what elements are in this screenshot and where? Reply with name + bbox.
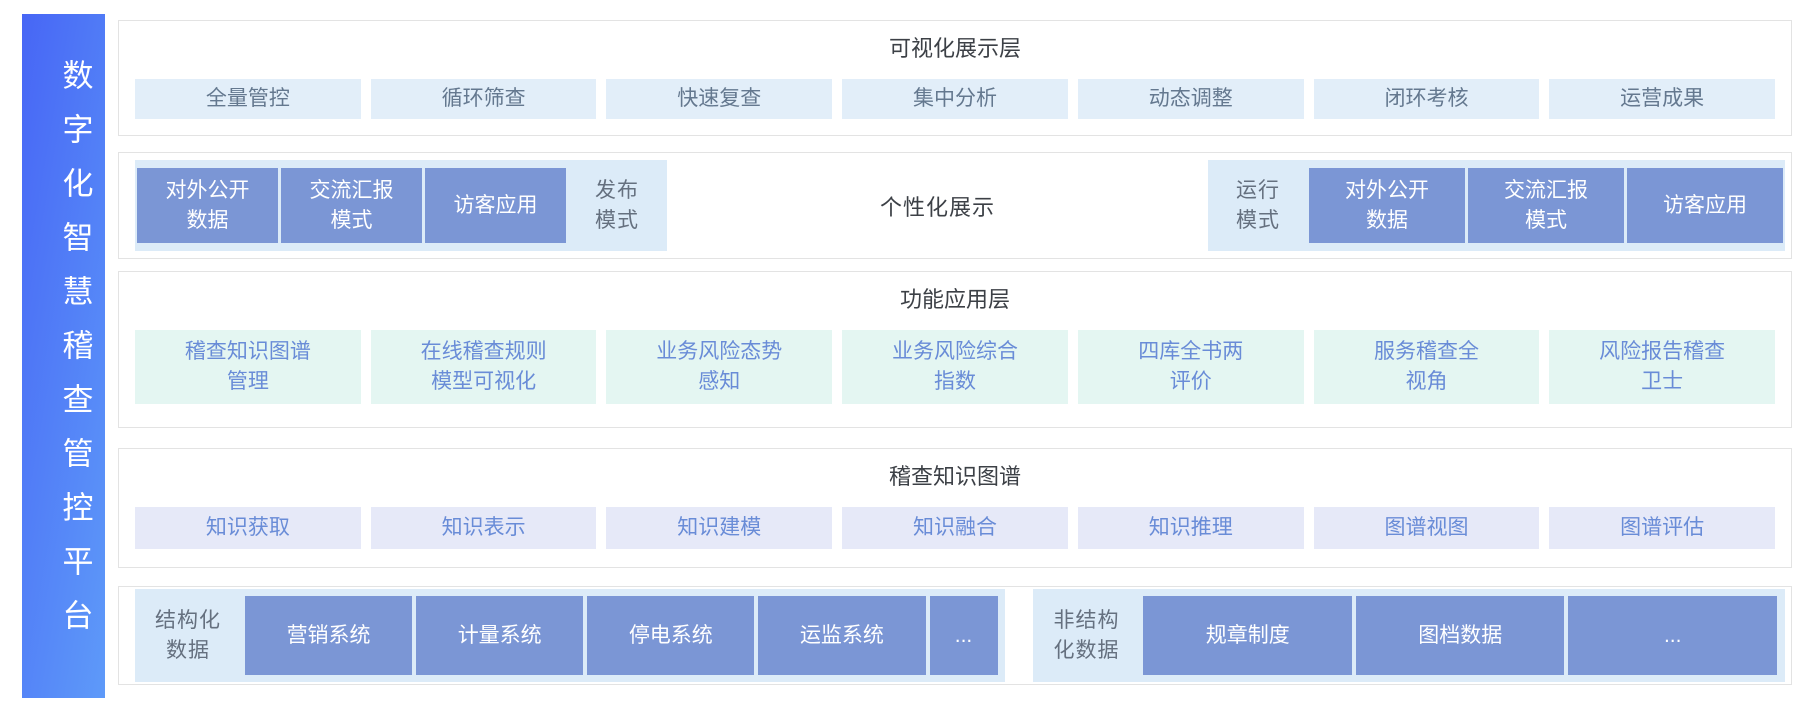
run-mode-label: 运行 模式 (1236, 178, 1280, 232)
visualization-items-row: 全量管控 循环筛查 快速复查 集中分析 动态调整 闭环考核 运营成果 (135, 79, 1776, 119)
unstructured-data-box: 图档数据 (1355, 596, 1565, 675)
run-mode-group: 运行 模式 对外公开 数据 交流汇报 模式 访客应用 (1208, 160, 1785, 251)
visualization-item: 动态调整 (1077, 79, 1304, 119)
structured-system-box: 计量系统 (416, 596, 584, 675)
knowledge-item: 知识推理 (1077, 507, 1304, 549)
knowledge-item: 知识表示 (370, 507, 597, 549)
function-item: 业务风险态势 感知 (606, 330, 833, 404)
layer-knowledge-graph-header: 稽查知识图谱 (888, 464, 1021, 489)
layer-visualization-header: 可视化展示层 (888, 36, 1021, 61)
knowledge-item: 图谱视图 (1313, 507, 1540, 549)
layer-data-sources: 结构化 数据 营销系统 计量系统 停电系统 运监系统 ... 非结构 化数据 规… (118, 586, 1792, 685)
layer-function-header: 功能应用层 (899, 287, 1010, 312)
knowledge-item: 图谱评估 (1549, 507, 1776, 549)
structured-system-box: 运监系统 (758, 596, 926, 675)
run-mode-box: 交流汇报 模式 (1468, 168, 1624, 243)
structured-system-box: 营销系统 (245, 596, 413, 675)
publish-mode-group: 对外公开 数据 交流汇报 模式 访客应用 发布 模式 (135, 160, 667, 251)
function-item: 业务风险综合 指数 (842, 330, 1068, 404)
function-item: 稽查知识图谱 管理 (135, 330, 361, 404)
unstructured-data-group: 非结构 化数据 规章制度 图档数据 ... (1033, 589, 1785, 682)
platform-title: 数字化智慧稽查管控平台 (57, 59, 93, 653)
visualization-item: 闭环考核 (1313, 79, 1540, 119)
knowledge-item: 知识融合 (842, 507, 1068, 549)
structured-system-box: 停电系统 (587, 596, 755, 675)
function-item: 四库全书两 评价 (1077, 330, 1304, 404)
knowledge-item: 知识获取 (135, 507, 361, 549)
publish-mode-label: 发布 模式 (595, 178, 639, 232)
knowledge-items-row: 知识获取 知识表示 知识建模 知识融合 知识推理 图谱视图 图谱评估 (135, 507, 1776, 549)
platform-title-bar: 数字化智慧稽查管控平台 (22, 14, 105, 698)
publish-mode-box: 交流汇报 模式 (281, 168, 422, 243)
visualization-item: 循环筛查 (370, 79, 597, 119)
structured-data-label: 结构化 数据 (155, 608, 221, 662)
knowledge-item: 知识建模 (606, 507, 833, 549)
architecture-diagram: 可视化展示层 全量管控 循环筛查 快速复查 集中分析 动态调整 闭环考核 运营成… (118, 20, 1792, 685)
layer-knowledge-graph: 稽查知识图谱 知识获取 知识表示 知识建模 知识融合 知识推理 图谱视图 图谱评… (118, 448, 1792, 568)
function-items-row: 稽查知识图谱 管理 在线稽查规则 模型可视化 业务风险态势 感知 业务风险综合 … (135, 330, 1776, 404)
unstructured-data-label: 非结构 化数据 (1053, 608, 1120, 662)
unstructured-data-more-box: ... (1568, 596, 1777, 675)
publish-mode-box: 访客应用 (425, 168, 566, 243)
layer-function: 功能应用层 稽查知识图谱 管理 在线稽查规则 模型可视化 业务风险态势 感知 业… (118, 271, 1792, 428)
run-mode-box: 对外公开 数据 (1309, 168, 1465, 243)
layer-visualization: 可视化展示层 全量管控 循环筛查 快速复查 集中分析 动态调整 闭环考核 运营成… (118, 20, 1792, 136)
function-item: 在线稽查规则 模型可视化 (370, 330, 597, 404)
function-item: 服务稽查全 视角 (1313, 330, 1540, 404)
unstructured-data-box: 规章制度 (1143, 596, 1352, 675)
structured-system-more-box: ... (929, 596, 998, 675)
visualization-item: 集中分析 (842, 79, 1068, 119)
visualization-item: 全量管控 (135, 79, 361, 119)
visualization-item: 快速复查 (606, 79, 833, 119)
function-item: 风险报告稽查 卫士 (1549, 330, 1776, 404)
structured-data-group: 结构化 数据 营销系统 计量系统 停电系统 运监系统 ... (135, 589, 1006, 682)
visualization-item: 运营成果 (1549, 79, 1776, 119)
publish-mode-box: 对外公开 数据 (137, 168, 278, 243)
personalized-display-label: 个性化展示 (879, 194, 995, 220)
run-mode-box: 访客应用 (1627, 168, 1783, 243)
layer-display-modes: 对外公开 数据 交流汇报 模式 访客应用 发布 模式 个性化展示 运行 模式 对… (118, 152, 1792, 259)
